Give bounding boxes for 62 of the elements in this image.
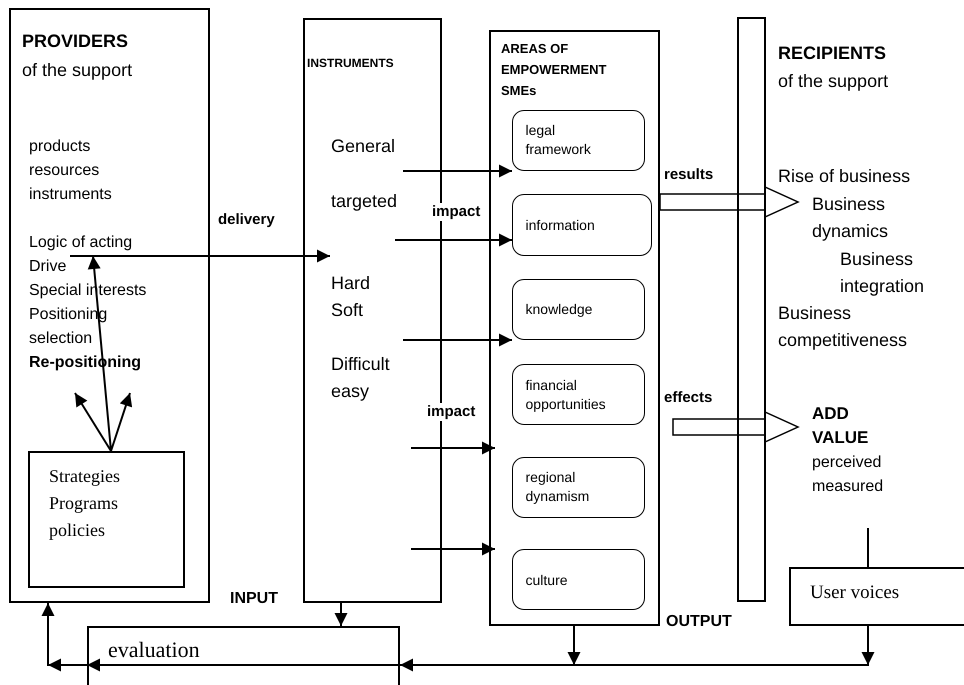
stage-label: INPUT <box>230 590 278 608</box>
box-label: evaluation <box>108 636 200 664</box>
arrow <box>334 603 348 626</box>
area-box <box>512 279 645 340</box>
list-item: Difficult easy <box>331 353 391 403</box>
connector-line <box>867 528 869 567</box>
box-label: User voices <box>810 581 900 605</box>
heading: AREAS OF EMPOWERMENT SMEs <box>501 40 608 100</box>
areas-panel <box>489 30 660 626</box>
list-item: products <box>29 137 90 157</box>
box-label: financial opportunities <box>526 376 607 414</box>
list-item: Business competitiveness <box>778 302 908 352</box>
list-item: Hard Soft <box>331 272 372 322</box>
arrow <box>74 392 112 452</box>
edge-label: impact <box>427 403 476 421</box>
block-arrow <box>672 410 800 444</box>
subheading: of the support <box>778 70 888 92</box>
list-item: Business dynamics <box>812 193 890 243</box>
arrow <box>403 334 512 346</box>
list-item: instruments <box>29 185 112 205</box>
list-item: Logic of acting <box>29 233 132 253</box>
area-box <box>512 194 652 256</box>
arrow <box>88 256 112 452</box>
arrow <box>403 164 512 178</box>
evaluation-box <box>87 626 400 685</box>
arrow <box>395 234 512 246</box>
area-box <box>512 457 645 518</box>
heading: ADD VALUE <box>812 403 870 449</box>
arrow <box>411 442 495 454</box>
area-box <box>512 110 645 171</box>
arrow <box>70 250 330 262</box>
list-item: resources <box>29 161 100 181</box>
box-label: Strategies Programs policies <box>49 465 121 542</box>
box-label: legal framework <box>526 120 592 158</box>
list-item: selection <box>29 329 92 349</box>
arrow <box>411 542 495 556</box>
block-arrow <box>659 186 800 218</box>
list-item: Business integration <box>840 248 926 298</box>
edge-label: delivery <box>218 211 275 229</box>
heading: INSTRUMENTS <box>307 55 394 71</box>
arrow <box>87 626 874 672</box>
box-label: culture <box>526 570 569 590</box>
stage-label: OUTPUT <box>666 613 732 631</box>
arrow <box>110 392 132 452</box>
body-text: perceived measured <box>812 453 884 497</box>
heading: PROVIDERS <box>22 30 128 52</box>
area-box <box>512 364 645 425</box>
list-item: targeted <box>331 190 398 213</box>
subheading: of the support <box>22 59 132 81</box>
arrow <box>42 603 87 672</box>
box-label: regional dynamism <box>526 468 590 506</box>
user-voices-box <box>789 567 964 626</box>
list-item: Rise of business <box>778 165 910 188</box>
heading: RECIPIENTS <box>778 42 886 64</box>
area-box <box>512 549 645 610</box>
list-item: Drive <box>29 257 66 277</box>
strategy-box <box>28 451 185 588</box>
box-label: knowledge <box>526 300 594 318</box>
providers-panel <box>9 8 210 603</box>
edge-label: impact <box>432 203 480 221</box>
list-item: General <box>331 135 396 158</box>
box-label: information <box>526 216 596 234</box>
